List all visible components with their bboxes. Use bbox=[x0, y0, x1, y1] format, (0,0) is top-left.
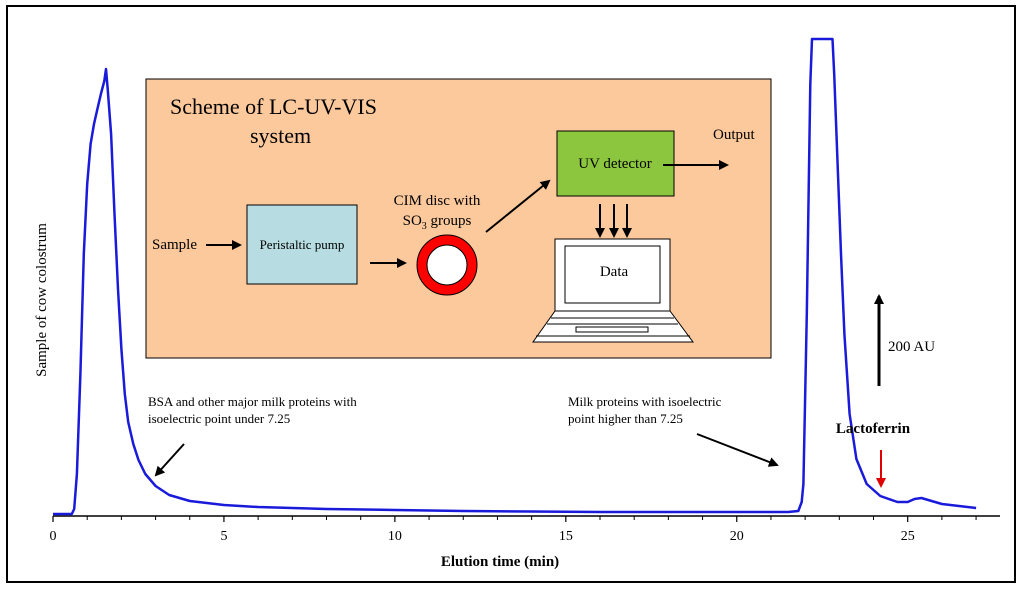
bsa-annotation-line1: BSA and other major milk proteins with bbox=[148, 394, 357, 409]
x-tick-label: 20 bbox=[730, 529, 744, 544]
data-label: Data bbox=[600, 264, 629, 280]
x-tick-label: 10 bbox=[388, 529, 402, 544]
milk-annotation-arrow bbox=[696, 433, 779, 467]
x-ticks: 0 5 10 15 20 25 bbox=[50, 516, 977, 544]
x-tick-label: 15 bbox=[559, 529, 573, 544]
x-tick-label: 0 bbox=[50, 529, 57, 544]
sample-label: Sample bbox=[152, 237, 197, 253]
peristaltic-pump-label: Peristaltic pump bbox=[260, 237, 345, 252]
milk-annotation-line2: point higher than 7.25 bbox=[568, 411, 683, 426]
milk-annotation-line1: Milk proteins with isoelectric bbox=[568, 394, 722, 409]
figure-frame bbox=[6, 5, 1016, 583]
cim-disc-hole bbox=[426, 244, 468, 286]
y-axis-label: Sample of cow colostrum bbox=[34, 223, 50, 377]
scheme-title-line1: Scheme of LC-UV-VIS bbox=[170, 94, 377, 119]
cim-disc-label-line2: SO3 groups bbox=[403, 213, 472, 232]
scale-arrow-label: 200 AU bbox=[888, 339, 935, 355]
chromatogram-series-line bbox=[53, 37, 977, 516]
x-axis-label: Elution time (min) bbox=[441, 554, 559, 570]
output-label: Output bbox=[713, 127, 756, 143]
bsa-annotation-arrow bbox=[154, 443, 185, 477]
bsa-annotation-line2: isoelectric point under 7.25 bbox=[148, 411, 290, 426]
disc-to-detector-arrow bbox=[485, 179, 551, 233]
uv-detector-label: UV detector bbox=[578, 156, 651, 172]
cim-disc-label-line1: CIM disc with bbox=[394, 193, 481, 209]
peristaltic-pump-box bbox=[246, 204, 358, 285]
x-tick-label: 25 bbox=[901, 529, 915, 544]
lactoferrin-label: Lactoferrin bbox=[836, 421, 911, 437]
uv-detector-box bbox=[556, 130, 675, 197]
laptop-icon bbox=[532, 238, 694, 343]
x-tick-label: 5 bbox=[220, 529, 227, 544]
scheme-title-line2: system bbox=[250, 123, 311, 148]
